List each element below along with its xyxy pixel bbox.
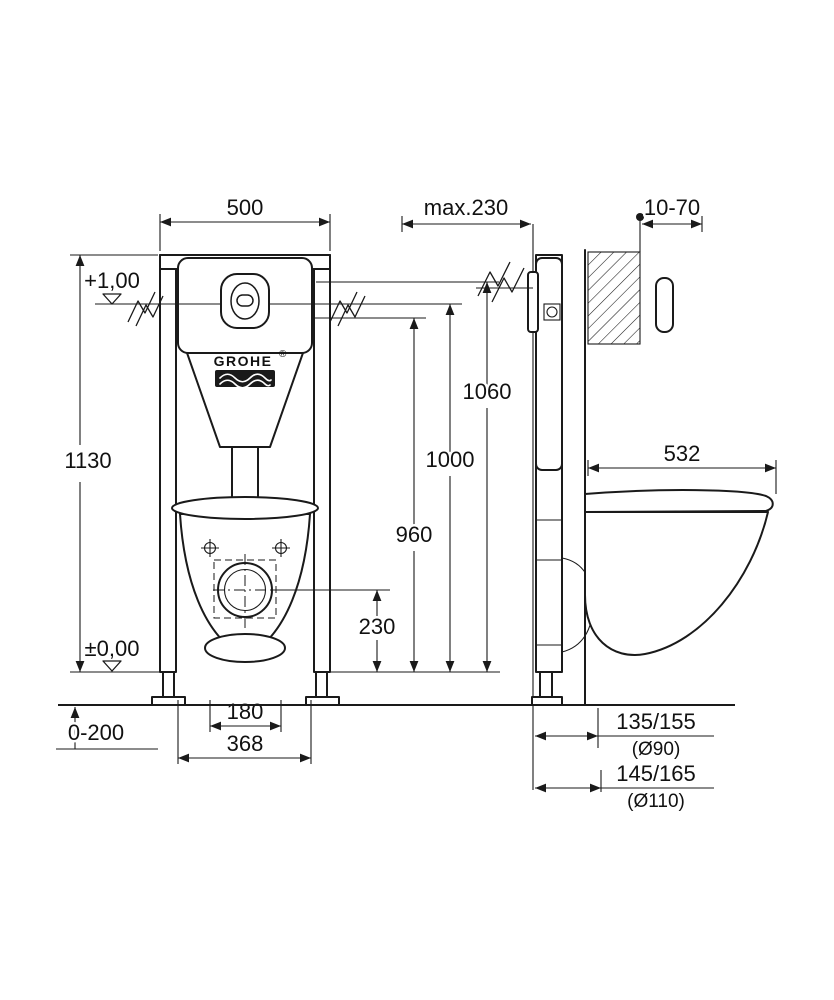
dim-532-label: 532 [664, 441, 701, 466]
dim-10-70-label: 10-70 [644, 195, 700, 220]
level-floor-symbol [102, 660, 122, 672]
level-upper-label: +1,00 [84, 268, 140, 293]
break-symbol-right [329, 291, 358, 323]
water-level-lines [95, 291, 462, 327]
bowl-side [584, 489, 774, 656]
dim-0-200-label: 0-200 [68, 720, 124, 745]
grohe-logo: GROHE ® [212, 349, 287, 389]
dim-dia110-label: (Ø110) [627, 791, 685, 812]
mounting-frame [151, 254, 340, 706]
dim-180-label: 180 [227, 699, 264, 724]
dim-width-label: 500 [227, 195, 264, 220]
break-symbol-left [127, 291, 156, 323]
dim-max230-label: max.230 [424, 195, 508, 220]
flush-plate-side [655, 277, 674, 333]
level-floor-label: ±0,00 [85, 636, 140, 661]
dim-total-height-label: 1130 [64, 448, 111, 473]
dim-960-label: 960 [396, 522, 433, 547]
level-upper-symbol [102, 293, 122, 305]
fixing-bolts [201, 539, 290, 557]
flush-plate-front [220, 273, 270, 329]
dim-1000-label: 1000 [426, 447, 475, 472]
wall-finish-dimension: 10-70 [636, 193, 703, 252]
dim-dia90-label: (Ø90) [632, 739, 681, 760]
bowl-depth-dimension: 532 [587, 439, 777, 494]
dim-135-155-label: 135/155 [616, 709, 696, 734]
dim-1060-label: 1060 [463, 379, 512, 404]
brand-registered-mark: ® [279, 349, 287, 360]
drain-dimensions: 135/155 (Ø90) 145/165 (Ø110) [535, 707, 714, 815]
dim-145-165-label: 145/165 [616, 761, 696, 786]
brand-name: GROHE [214, 353, 273, 369]
front-view: GROHE ® [95, 254, 462, 706]
break-symbols-side [476, 261, 533, 303]
dim-368-label: 368 [227, 731, 264, 756]
wall-section-hatch [587, 251, 641, 345]
side-view: 10-70 532 135/155 (Ø90) 145/165 (Ø110) [476, 193, 777, 815]
outlet-front [213, 554, 277, 628]
front-dimensions: 500 1130 +1,00 ±0,00 1060 1000 960 230 [56, 193, 531, 764]
dim-230-label: 230 [359, 614, 396, 639]
